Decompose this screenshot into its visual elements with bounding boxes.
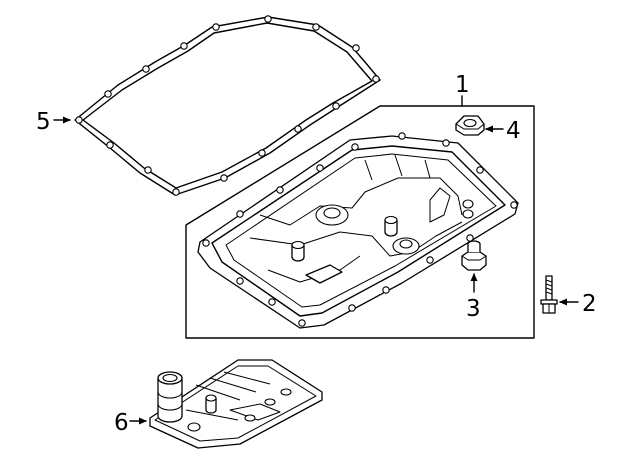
bolt-hole bbox=[352, 44, 360, 52]
bolt-hole bbox=[466, 234, 474, 242]
bolt-hole bbox=[348, 304, 356, 312]
bolt-hole bbox=[316, 164, 324, 172]
callout-1-label: 1 bbox=[455, 72, 470, 98]
bolt-hole bbox=[294, 125, 302, 133]
bolt-hole bbox=[510, 201, 518, 209]
callout-3-label: 3 bbox=[466, 296, 481, 322]
bolt-hole bbox=[312, 23, 320, 31]
bolt-hole bbox=[236, 210, 244, 218]
callout-4-label: 4 bbox=[506, 118, 521, 144]
gasket-part bbox=[74, 15, 381, 196]
bolt-hole bbox=[142, 65, 150, 73]
fill-plug-part bbox=[455, 115, 485, 136]
bolt-hole bbox=[212, 23, 220, 31]
bolt-hole bbox=[104, 90, 112, 98]
callout-labels: 1 2 3 4 5 6 bbox=[36, 72, 597, 436]
callout-5-label: 5 bbox=[36, 109, 51, 135]
drain-plug-part bbox=[461, 240, 487, 271]
bolt-hole bbox=[276, 186, 284, 194]
bolt-part bbox=[540, 275, 558, 314]
callout-2-label: 2 bbox=[582, 291, 597, 317]
bolt-hole bbox=[398, 132, 406, 140]
bolt-hole bbox=[351, 143, 359, 151]
bolt-hole bbox=[268, 298, 276, 306]
bolt-hole bbox=[106, 141, 114, 149]
bolt-hole bbox=[442, 139, 450, 147]
bolt-hole bbox=[220, 174, 228, 182]
bolt-hole bbox=[172, 188, 180, 196]
bolt-hole bbox=[382, 286, 390, 294]
bolt-hole bbox=[426, 256, 434, 264]
filter-part bbox=[149, 359, 323, 449]
bolt-hole bbox=[144, 166, 152, 174]
bolt-hole bbox=[372, 75, 380, 83]
bolt-hole bbox=[180, 42, 188, 50]
bolt-hole bbox=[332, 102, 340, 110]
bolt-hole bbox=[202, 239, 210, 247]
bolt-hole bbox=[476, 166, 484, 174]
bolt-hole bbox=[75, 116, 83, 124]
bolt-hole bbox=[264, 15, 272, 23]
bolt-hole bbox=[236, 277, 244, 285]
bolt-hole bbox=[258, 149, 266, 157]
pan-assembly-frame bbox=[185, 105, 535, 339]
callout-6-label: 6 bbox=[114, 410, 129, 436]
leader-lines bbox=[53, 95, 579, 425]
bolt-hole bbox=[298, 319, 306, 327]
